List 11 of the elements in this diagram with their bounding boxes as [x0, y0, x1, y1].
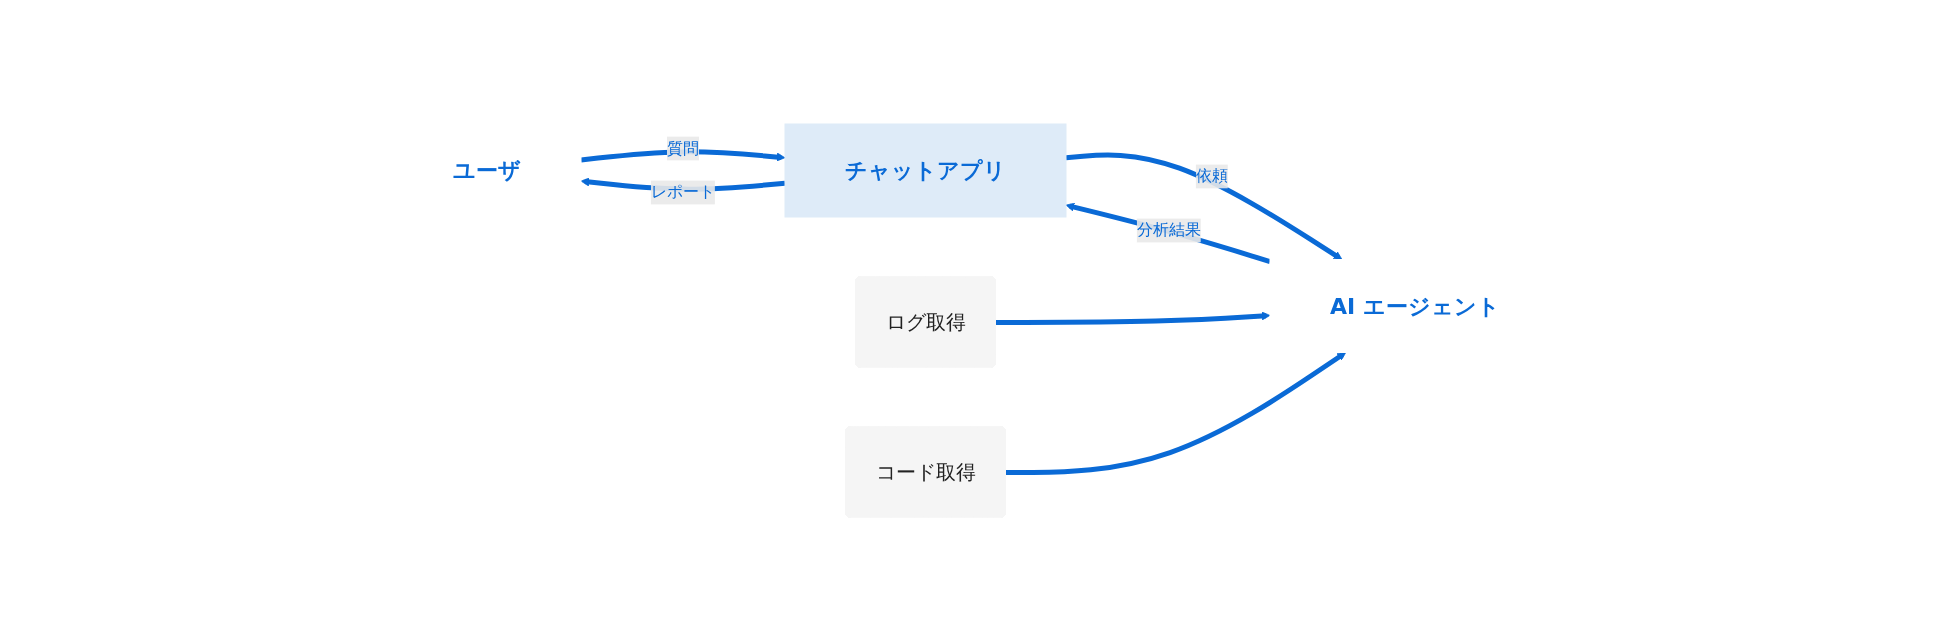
node-box: チャットアプリ: [784, 123, 1067, 217]
arrow: [1005, 351, 1346, 475]
edge-label: 分析結果: [1136, 219, 1201, 239]
edge-label: 質問: [666, 138, 699, 157]
edge-label: 依頼: [1195, 165, 1228, 185]
node-text: AI エージェント: [1329, 293, 1500, 318]
arrow: [1065, 202, 1271, 264]
edge-label: レポート: [650, 181, 715, 201]
node-text: ユーザ: [452, 157, 521, 183]
arrow: [995, 311, 1270, 325]
arrow: [1065, 151, 1342, 260]
